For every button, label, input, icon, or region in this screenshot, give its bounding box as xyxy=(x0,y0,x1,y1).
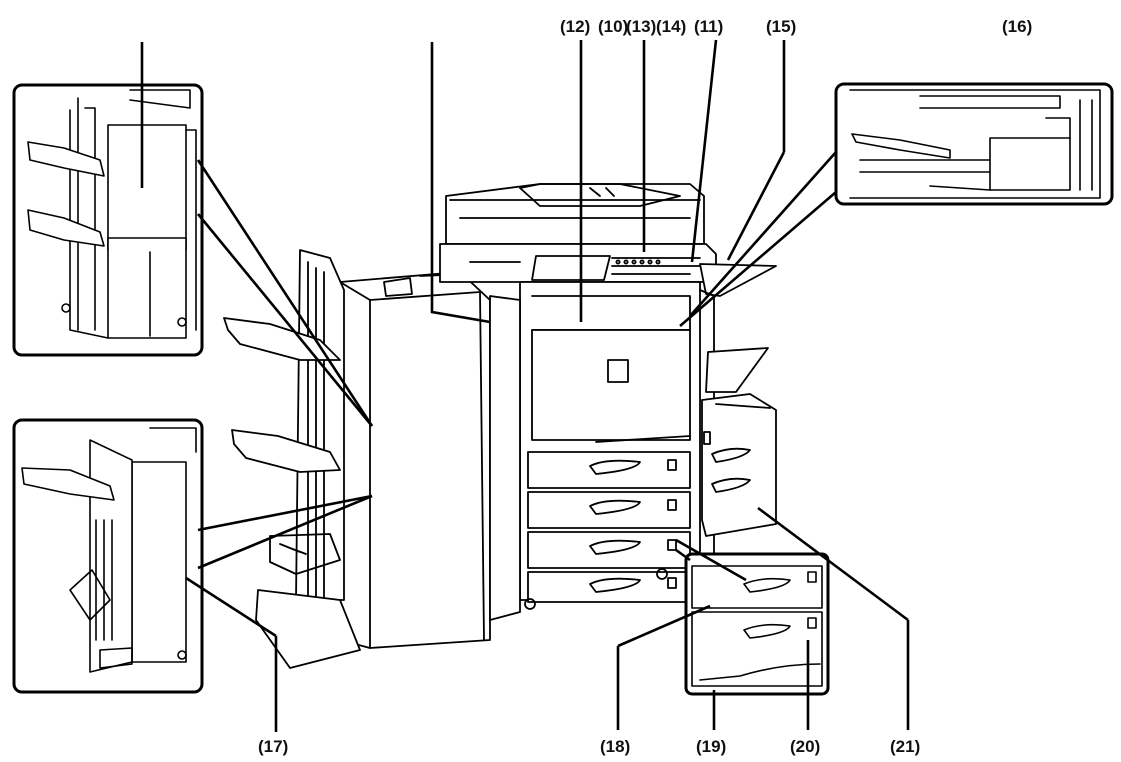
large-capacity-tray xyxy=(701,393,777,537)
inset-bottom-left xyxy=(12,418,204,694)
callout-18: (18) xyxy=(600,737,630,756)
callout-17: (17) xyxy=(258,737,288,756)
callout-labels: (12) (10) (13) (14) (11) (15) (16) (17) … xyxy=(258,17,1032,756)
finisher-unit xyxy=(223,249,491,669)
callout-20: (20) xyxy=(790,737,820,756)
callout-12: (12) xyxy=(560,17,590,36)
callout-15: (15) xyxy=(766,17,796,36)
callout-13: (13) xyxy=(626,17,656,36)
inset-top-left xyxy=(12,83,204,357)
callout-16: (16) xyxy=(1002,17,1032,36)
copier-body xyxy=(439,183,777,621)
inset-top-right xyxy=(834,82,1114,206)
callout-10: (10) xyxy=(598,17,628,36)
leader-lines xyxy=(140,39,910,732)
callout-21: (21) xyxy=(890,737,920,756)
callout-14: (14) xyxy=(656,17,686,36)
inset-bottom-right xyxy=(684,552,830,696)
callout-11: (11) xyxy=(694,17,723,36)
callout-19: (19) xyxy=(696,737,726,756)
